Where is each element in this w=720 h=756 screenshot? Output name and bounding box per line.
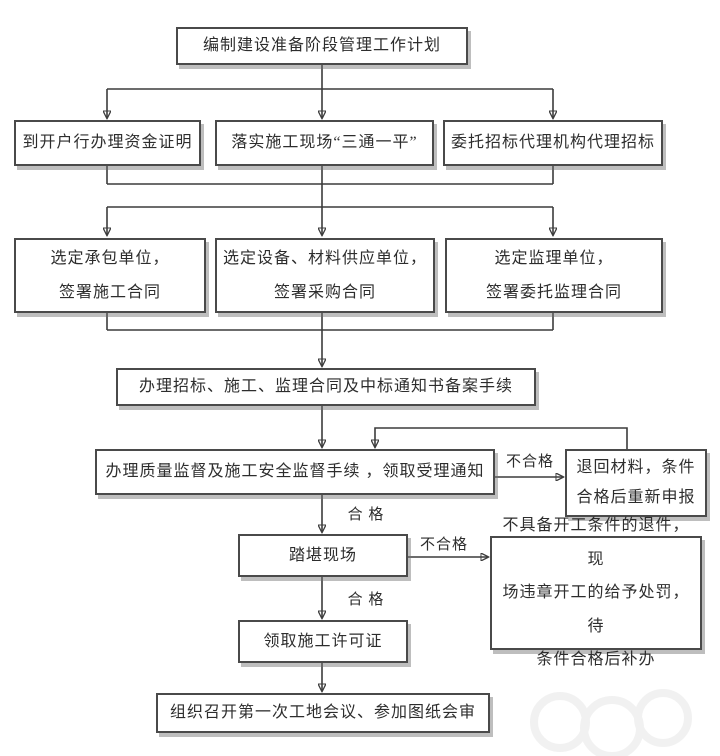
node-contractor: 选定承包单位， 签署施工合同 xyxy=(14,238,206,313)
node-return-materials: 退回材料，条件 合格后重新申报 xyxy=(565,449,707,517)
edge-label-fail-survey: 不合格 xyxy=(419,537,468,553)
edge-label-pass-quality: 合 格 xyxy=(347,507,385,523)
node-fund-cert: 到开户行办理资金证明 xyxy=(14,120,201,166)
node-plan: 编制建设准备阶段管理工作计划 xyxy=(176,27,468,65)
node-bid-agency: 委托招标代理机构代理招标 xyxy=(443,120,663,166)
node-supervision: 选定监理单位， 签署委托监理合同 xyxy=(445,238,663,313)
edge-return-feedback xyxy=(375,427,628,449)
node-quality-safety: 办理质量监督及施工安全监督手续 ，领取受理通知 xyxy=(95,449,495,495)
node-filing: 办理招标、施工、监理合同及中标通知书备案手续 xyxy=(116,368,536,406)
node-supplier: 选定设备、材料供应单位， 签署采购合同 xyxy=(215,238,435,313)
edge-label-fail-quality: 不合格 xyxy=(505,454,554,470)
node-site-survey: 踏堪现场 xyxy=(238,534,408,577)
node-first-meeting: 组织召开第一次工地会议、参加图纸会审 xyxy=(156,693,490,733)
edge-label-pass-survey: 合 格 xyxy=(347,592,385,608)
node-not-ready: 不具备开工条件的退件，现 场违章开工的给予处罚，待 条件合格后补办 xyxy=(490,517,702,668)
node-site-ready: 落实施工现场“三通一平” xyxy=(215,120,434,166)
watermark xyxy=(530,689,692,756)
node-permit: 领取施工许可证 xyxy=(238,620,408,663)
